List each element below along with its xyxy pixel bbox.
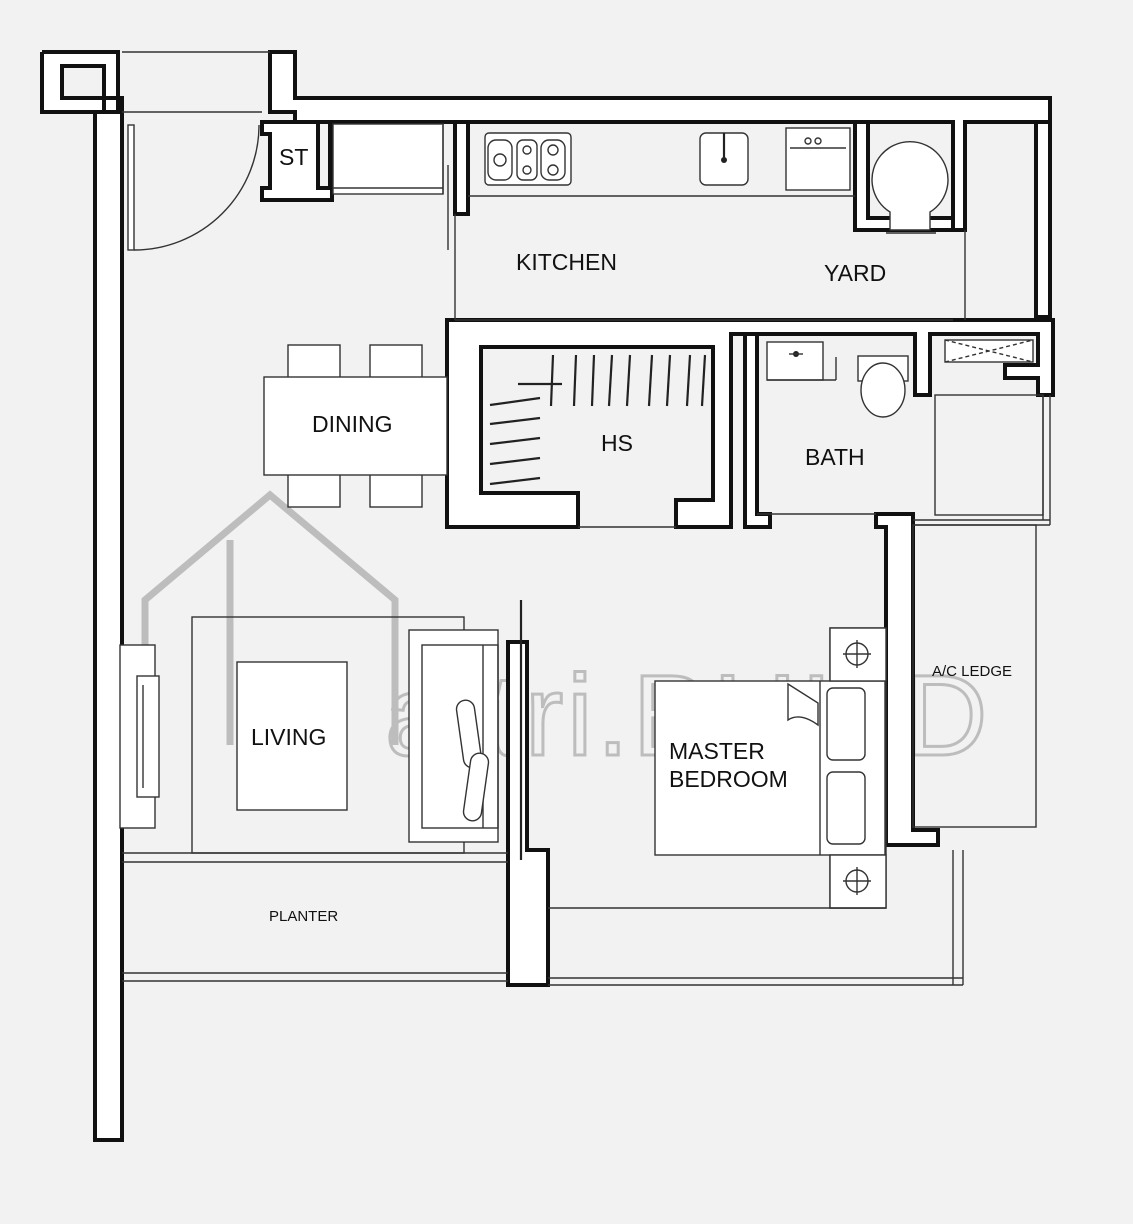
tv-unit bbox=[136, 675, 160, 798]
living-furniture bbox=[119, 616, 499, 854]
entrance-door[interactable] bbox=[122, 51, 270, 251]
bath-fixtures bbox=[766, 341, 909, 418]
hob-burner-2 bbox=[516, 139, 538, 181]
shower-cross-2 bbox=[944, 339, 1034, 363]
washing-machine bbox=[785, 127, 851, 191]
hob-body bbox=[484, 132, 572, 186]
planter-label: PLANTER bbox=[269, 908, 338, 925]
dining-chair-1 bbox=[287, 344, 341, 379]
shower-box bbox=[944, 339, 1034, 363]
hanger-side-5 bbox=[489, 476, 541, 486]
dining-chair-2 bbox=[369, 344, 423, 379]
sofa-cushion-2 bbox=[462, 752, 490, 822]
hanger-1 bbox=[549, 354, 555, 407]
pillow-1 bbox=[826, 687, 866, 761]
kitchen-sink bbox=[699, 132, 749, 186]
yard-label: YARD bbox=[824, 260, 886, 286]
yard-heater bbox=[871, 141, 949, 234]
hanger-side-3 bbox=[489, 436, 541, 446]
hob-ring-5 bbox=[547, 164, 559, 176]
bedroom-window bbox=[548, 850, 964, 986]
top-left-hook bbox=[40, 50, 124, 114]
kitchen-partition-left bbox=[453, 120, 470, 216]
ac-ledge-box bbox=[912, 524, 1037, 828]
pillow-2 bbox=[826, 771, 866, 845]
hanger-8 bbox=[685, 354, 692, 407]
cabinet bbox=[332, 123, 444, 195]
hs-shelving bbox=[489, 354, 707, 486]
yard-niche-wall bbox=[853, 120, 955, 232]
st-label: ST bbox=[279, 144, 308, 170]
living-label: LIVING bbox=[251, 724, 326, 750]
hob-burner-3 bbox=[540, 139, 566, 181]
hanger-4 bbox=[607, 354, 614, 407]
master-bedroom-label-1: MASTER bbox=[669, 738, 765, 764]
door-leaf bbox=[127, 124, 135, 251]
hob-ring-3 bbox=[522, 165, 532, 175]
heater-tank bbox=[871, 141, 949, 231]
ac-ledge-label: A/C LEDGE bbox=[932, 663, 1012, 680]
kitchen-label: KITCHEN bbox=[516, 249, 617, 275]
hob-ring-1 bbox=[493, 153, 507, 167]
hob-ring-4 bbox=[547, 144, 559, 156]
hob-burner-1 bbox=[487, 139, 513, 181]
hanger-3 bbox=[590, 354, 596, 407]
walls bbox=[40, 50, 1055, 1142]
kitchen-counter bbox=[455, 127, 953, 321]
hs-bath-block bbox=[445, 318, 1055, 529]
hanger-9 bbox=[700, 354, 707, 407]
dining-label: DINING bbox=[312, 411, 393, 437]
bath-label: BATH bbox=[805, 444, 865, 470]
hanger-7 bbox=[665, 354, 672, 407]
basin-counter bbox=[766, 341, 824, 381]
washer-knob-1 bbox=[804, 137, 812, 145]
left-wall bbox=[93, 110, 124, 1142]
washer-knob-2 bbox=[814, 137, 822, 145]
right-upper-wall bbox=[1034, 120, 1052, 319]
hob-ring-2 bbox=[522, 145, 532, 155]
dining-chair-4 bbox=[369, 473, 423, 508]
st-wall bbox=[260, 120, 334, 202]
dining-chair-3 bbox=[287, 473, 341, 508]
sink-drain bbox=[721, 157, 727, 163]
master-bedroom-label-2: BEDROOM bbox=[669, 766, 788, 792]
hs-label: HS bbox=[601, 430, 633, 456]
hanger-5 bbox=[625, 354, 632, 407]
bath-side-ledge bbox=[913, 394, 1051, 526]
door-swing-arc bbox=[133, 124, 260, 251]
toilet-bowl bbox=[860, 362, 906, 418]
dining-set bbox=[263, 344, 448, 508]
cabinet-body bbox=[332, 123, 444, 195]
dining-table bbox=[263, 376, 448, 476]
hob bbox=[484, 132, 572, 186]
sofa-seat bbox=[421, 644, 499, 829]
hanger-side-1 bbox=[489, 396, 541, 407]
bath-left-wall bbox=[743, 332, 772, 529]
living-bedroom-divider bbox=[506, 640, 550, 987]
hanger-2 bbox=[572, 354, 578, 407]
hanger-side-4 bbox=[489, 456, 541, 466]
hanger-6 bbox=[647, 354, 654, 407]
planter bbox=[122, 852, 508, 982]
bed-sheet-fold bbox=[787, 682, 819, 727]
hanger-side-2 bbox=[489, 416, 541, 426]
ledge-box bbox=[934, 394, 1044, 516]
coffee-table bbox=[236, 661, 348, 811]
